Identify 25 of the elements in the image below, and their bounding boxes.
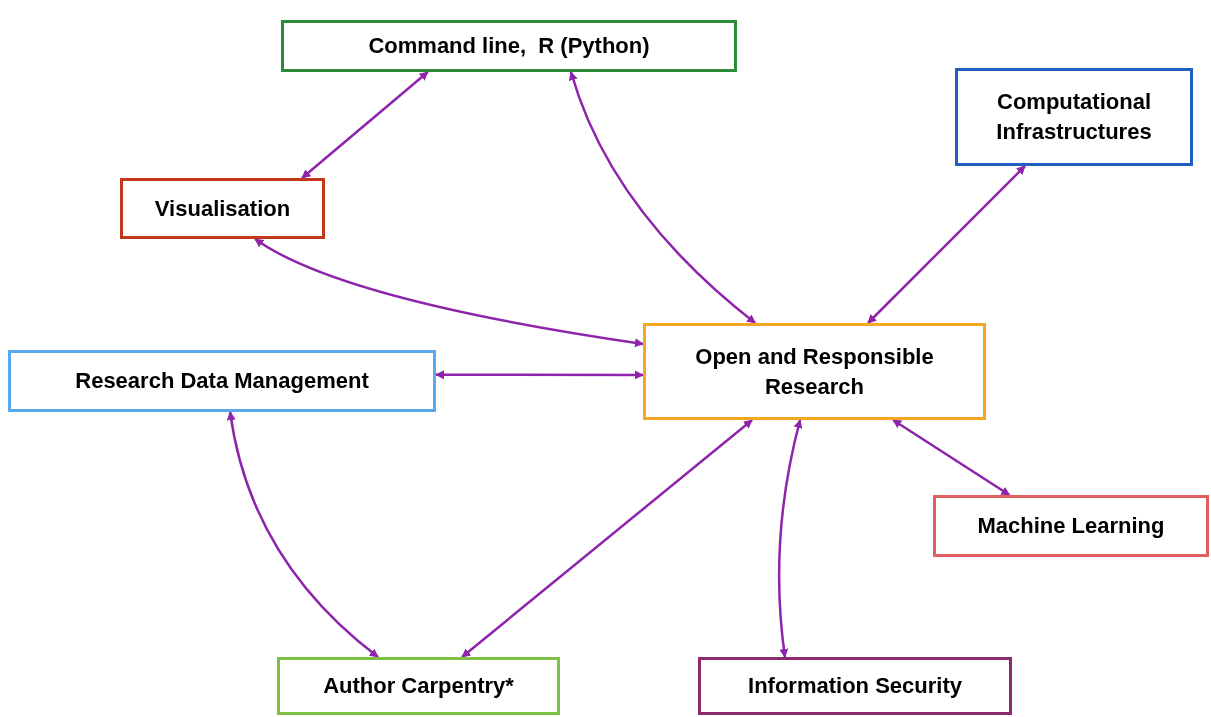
double-arrow [227, 411, 379, 658]
double-arrow [461, 419, 753, 658]
topic-label: Command line, R (Python) [368, 32, 650, 60]
topic-label: Open and Responsible Research [694, 342, 935, 401]
double-arrow [435, 370, 644, 380]
topic-box [955, 68, 1193, 166]
topic-box [933, 495, 1209, 557]
topic-box [281, 20, 737, 72]
topic-label: Information Security [748, 672, 962, 700]
double-arrow [892, 418, 1011, 497]
topic-box [643, 323, 986, 420]
topic-box [120, 178, 325, 239]
topic-label: Research Data Management [75, 367, 369, 395]
double-arrow [569, 71, 756, 324]
double-arrow [867, 165, 1026, 324]
topic-label: Visualisation [154, 194, 291, 223]
topic-label: Computational Infrastructures [995, 88, 1153, 146]
topic-label: Machine Learning [977, 512, 1165, 540]
double-arrow [301, 71, 429, 179]
double-arrow [254, 237, 644, 348]
topic-box [698, 657, 1012, 715]
topic-label: Author Carpentry* [323, 672, 514, 700]
topic-box [277, 657, 560, 715]
double-arrow [777, 419, 803, 658]
topic-box [8, 350, 436, 412]
